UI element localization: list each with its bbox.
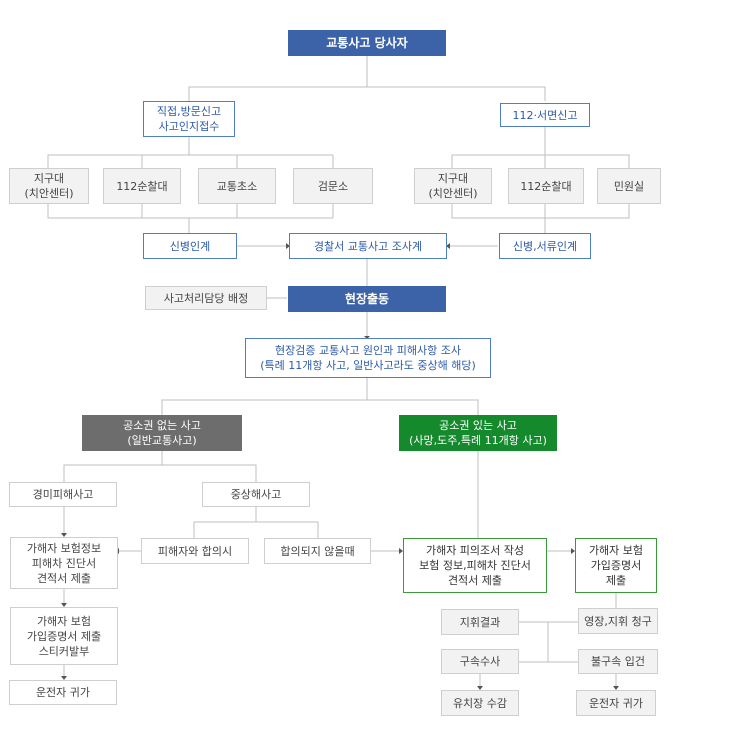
return-right-label: 운전자 귀가 [588, 696, 644, 710]
investigation-box: 경찰서 교통사고 조사계 [289, 233, 447, 259]
arrowhead [571, 548, 575, 554]
insurer-cert-line1: 가해자 보험 [36, 614, 92, 628]
return-left-label: 운전자 귀가 [35, 686, 91, 699]
right-unit-2-label: 112순찰대 [520, 179, 572, 193]
report-direct-box: 직접,방문신고 사고인지접수 [143, 101, 235, 137]
suspect-docs-line3: 견적서 제출 [447, 574, 503, 587]
insurer-cert-line2: 가입증명서 제출 [26, 629, 102, 643]
jail-box: 유치장 수감 [441, 690, 519, 716]
left-unit-2-label: 112순찰대 [116, 179, 168, 193]
not-settled-box: 합의되지 않을때 [264, 538, 371, 564]
command-result-box: 지휘결과 [441, 609, 519, 635]
left-unit-1-line2: (치안센터) [24, 187, 74, 200]
non-detention-box: 불구속 입건 [578, 649, 658, 674]
arrowhead [61, 533, 67, 537]
transfer-right-label: 신병,서류인계 [512, 239, 578, 253]
warrant-label: 영장,지휘 청구 [584, 614, 652, 628]
root-label: 교통사고 당사자 [326, 35, 408, 50]
not-settled-label: 합의되지 않을때 [280, 544, 355, 558]
jail-label: 유치장 수감 [452, 696, 508, 710]
report-112-box: 112·서면신고 [500, 103, 590, 127]
insurer-cert-box: 가해자 보험 가입증명서 제출 스티커발부 [10, 607, 118, 665]
detention-label: 구속수사 [459, 655, 501, 668]
suspect-docs-line1: 가해자 피의조서 작성 [425, 544, 525, 557]
arrowhead [399, 548, 403, 554]
field-check-line1: 현장검증 교통사고 원인과 피해사항 조사 [274, 344, 462, 357]
insurer-info-line1: 가해자 보험정보 [26, 541, 102, 555]
no-prosecution-line2: (일반교통사고) [127, 434, 197, 447]
field-check-box: 현장검증 교통사고 원인과 피해사항 조사 (특례 11개항 사고, 일반사고라… [245, 338, 491, 378]
settled-box: 피해자와 합의시 [141, 538, 249, 564]
transfer-left-label: 신병인계 [169, 239, 211, 253]
left-unit-2: 112순찰대 [103, 168, 181, 204]
serious-injury-box: 중상해사고 [202, 482, 310, 507]
command-result-label: 지휘결과 [459, 615, 501, 629]
report-direct-line2: 사고인지접수 [158, 120, 220, 133]
arrowhead [364, 336, 370, 339]
prosecution-line2: (사망,도주,특례 11개항 사고) [409, 434, 547, 447]
arrowhead [61, 603, 67, 607]
suspect-docs-box: 가해자 피의조서 작성 보험 정보,피해차 진단서 견적서 제출 [403, 538, 547, 593]
left-unit-1-line1: 지구대 [33, 172, 65, 185]
report-direct-line1: 직접,방문신고 [156, 105, 222, 118]
non-detention-label: 불구속 입건 [590, 655, 646, 668]
right-unit-2: 112순찰대 [508, 168, 584, 204]
insurer-info-line2: 피해차 진단서 [31, 556, 97, 570]
left-unit-3-label: 교통초소 [216, 179, 258, 193]
transfer-right-box: 신병,서류인계 [499, 233, 591, 259]
assign-label: 사고처리담당 배정 [163, 291, 249, 305]
insurer-cert-line3: 스티커발부 [38, 644, 90, 658]
suspect-cert-line2: 가입증명서 [590, 559, 642, 572]
arrowhead [61, 676, 67, 680]
no-prosecution-line1: 공소권 없는 사고 [123, 419, 201, 432]
assign-box: 사고처리담당 배정 [145, 286, 267, 310]
suspect-cert-line3: 제출 [605, 574, 627, 587]
suspect-docs-line2: 보험 정보,피해차 진단서 [419, 559, 531, 572]
left-unit-4: 검문소 [293, 168, 373, 204]
root-box: 교통사고 당사자 [288, 30, 446, 56]
left-unit-3: 교통초소 [198, 168, 276, 204]
investigation-label: 경찰서 교통사고 조사계 [313, 239, 423, 253]
transfer-left-box: 신병인계 [143, 233, 237, 259]
no-prosecution-box: 공소권 없는 사고 (일반교통사고) [82, 415, 242, 451]
arrowhead [477, 686, 483, 690]
right-unit-1-line2: (치안센터) [428, 187, 478, 200]
prosecution-line1: 공소권 있는 사고 [439, 419, 517, 432]
dispatch-label: 현장출동 [344, 291, 390, 306]
insurer-info-box: 가해자 보험정보 피해차 진단서 견적서 제출 [10, 537, 118, 589]
return-right-box: 운전자 귀가 [576, 690, 656, 716]
dispatch-box: 현장출동 [288, 286, 446, 312]
minor-injury-label: 경미피해사고 [32, 488, 94, 501]
arrowhead [446, 243, 450, 249]
right-unit-3-label: 민원실 [613, 179, 645, 193]
report-112-label: 112·서면신고 [512, 108, 578, 122]
field-check-line2: (특례 11개항 사고, 일반사고라도 중상해 해당) [260, 359, 476, 372]
serious-injury-label: 중상해사고 [230, 488, 282, 501]
return-left-box: 운전자 귀가 [9, 680, 117, 705]
left-unit-4-label: 검문소 [317, 179, 349, 193]
suspect-cert-line1: 가해자 보험 [588, 544, 644, 557]
right-unit-1: 지구대 (치안센터) [414, 168, 492, 204]
settled-label: 피해자와 합의시 [157, 544, 233, 558]
suspect-cert-box: 가해자 보험 가입증명서 제출 [575, 538, 657, 593]
prosecution-box: 공소권 있는 사고 (사망,도주,특례 11개항 사고) [399, 415, 557, 451]
warrant-box: 영장,지휘 청구 [578, 608, 658, 634]
right-unit-1-line1: 지구대 [437, 172, 469, 185]
insurer-info-line3: 견적서 제출 [36, 571, 92, 585]
detention-box: 구속수사 [441, 649, 519, 674]
arrowhead [286, 243, 290, 249]
right-unit-3: 민원실 [597, 168, 661, 204]
minor-injury-box: 경미피해사고 [9, 482, 117, 507]
arrowhead [613, 686, 619, 690]
left-unit-1: 지구대 (치안센터) [9, 168, 89, 204]
